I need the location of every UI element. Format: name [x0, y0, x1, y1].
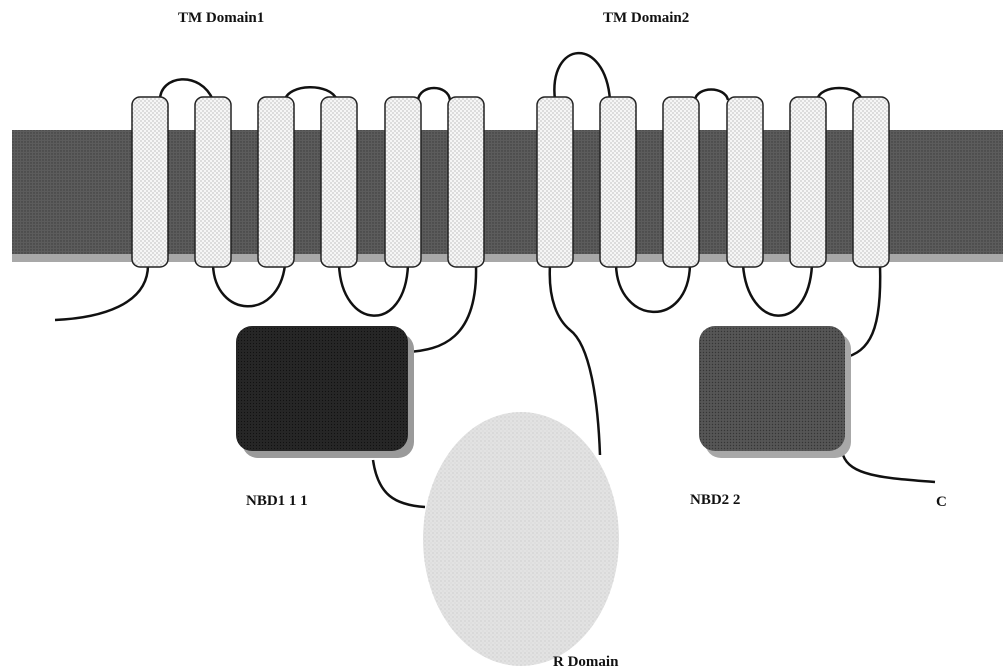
helix-7	[537, 97, 573, 267]
label-nbd2: NBD2 2	[690, 492, 740, 508]
label-nbd1: NBD1 1 1	[246, 493, 308, 509]
helix-3	[258, 97, 294, 267]
helix-9	[663, 97, 699, 267]
nbd2-domain	[699, 326, 845, 451]
helix-12	[853, 97, 889, 267]
loop-i1	[213, 265, 285, 306]
loop-e6	[817, 88, 862, 100]
helix-8	[600, 97, 636, 267]
loop-e5	[695, 90, 728, 101]
loop-i4	[743, 265, 812, 316]
nbd1-to-r	[373, 460, 425, 507]
label-r-domain: R Domain	[553, 654, 619, 670]
helix-2	[195, 97, 231, 267]
label-tm-domain2: TM Domain2	[603, 10, 689, 26]
c-terminus	[843, 455, 935, 482]
n-terminus	[55, 265, 148, 320]
loop-i3	[616, 265, 690, 312]
helix-11	[790, 97, 826, 267]
helix-6	[448, 97, 484, 267]
r-domain	[423, 412, 619, 666]
helix-5	[385, 97, 421, 267]
helix-4	[321, 97, 357, 267]
loop-e4	[554, 53, 610, 100]
tail-to-nbd1	[408, 265, 476, 352]
helix-1	[132, 97, 168, 267]
loop-i2	[339, 265, 408, 316]
helix-10	[727, 97, 763, 267]
label-tm-domain1: TM Domain1	[178, 10, 264, 26]
nbd1-domain	[236, 326, 408, 451]
label-c-terminus: C	[936, 494, 947, 510]
loop-e3	[418, 88, 450, 100]
extracellular-loops	[160, 53, 862, 100]
